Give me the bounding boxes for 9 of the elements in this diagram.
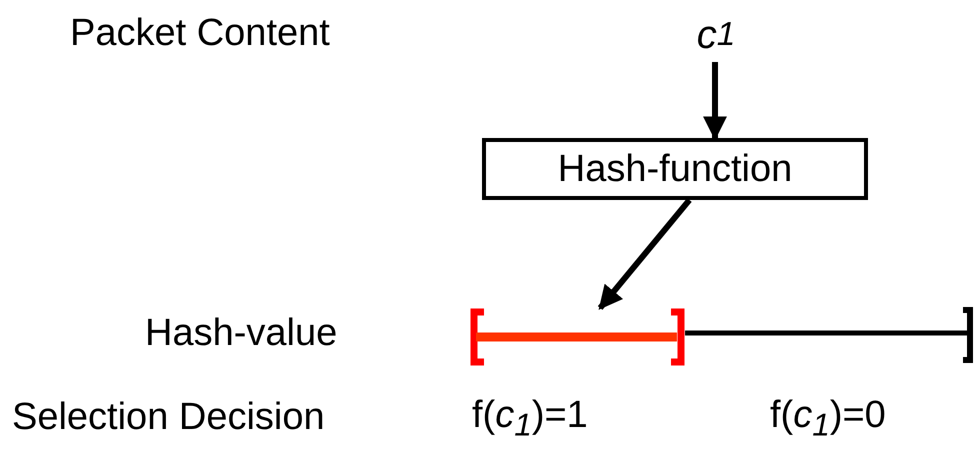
- decision-value: f(c$_{1}$)=0: [770, 396, 886, 442]
- arrow: [703, 62, 727, 140]
- decision-value: f(c$_{1}$)=1: [472, 396, 588, 442]
- selected-range-bar: [470, 308, 685, 366]
- row-label: Selection Decision: [12, 398, 325, 436]
- row-label: Hash-value: [145, 314, 338, 352]
- row-label: Packet Content: [70, 14, 330, 52]
- arrow: [598, 198, 692, 310]
- process-box: Hash-function: [482, 138, 868, 200]
